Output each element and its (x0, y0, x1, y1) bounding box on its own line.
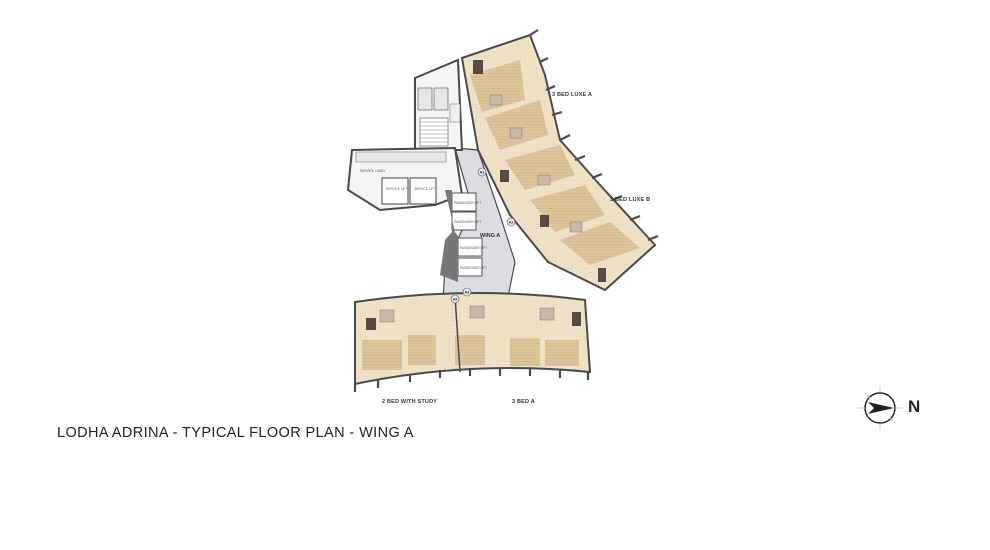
service-lobby-label: SERVICE LOBBY (360, 169, 386, 173)
upper-wing (460, 29, 659, 292)
plan-title: LODHA ADRINA - TYPICAL FLOOR PLAN - WING… (57, 425, 414, 441)
north-label: N (908, 397, 921, 416)
unit-label-luxe-a: 3 BED LUXE A (552, 92, 592, 98)
compass-icon (858, 386, 902, 430)
passenger-lift-label-1: PASSENGER LIFT (454, 201, 481, 205)
passenger-lifts: PASSENGER LIFT PASSENGER LIFT PASSENGER … (440, 190, 487, 282)
flat-marker-a4: A4 (450, 294, 460, 304)
core-block (414, 58, 464, 151)
passenger-lift-label-2: PASSENGER LIFT (454, 220, 481, 224)
flat-markers: A1 A2 A3 A4 (450, 167, 516, 304)
svg-text:A2: A2 (509, 220, 514, 224)
passenger-lift-label-3: PASSENGER LIFT (460, 246, 487, 250)
service-wing: SERVICE LOBBY SERVICE LIFT SERVICE LIFT (346, 146, 464, 212)
wing-label: WING A (480, 233, 500, 239)
passenger-lift-label-4: PASSENGER LIFT (460, 266, 487, 270)
service-lift-label-1: SERVICE LIFT (386, 187, 407, 191)
flat-marker-a1: A1 (477, 167, 487, 177)
unit-label-luxe-b: 3 BED LUXE B (610, 197, 650, 203)
svg-text:A3: A3 (465, 290, 470, 294)
flat-marker-a3: A3 (462, 287, 472, 297)
svg-text:A1: A1 (480, 170, 485, 174)
service-lift-label-2: SERVICE LIFT (414, 187, 435, 191)
flat-marker-a2: A2 (506, 217, 516, 227)
unit-label-two-bed-study: 2 BED WITH STUDY (382, 399, 437, 405)
unit-label-three-bed-a: 3 BED A (512, 399, 535, 405)
svg-text:A4: A4 (453, 297, 458, 301)
lower-wing (353, 292, 592, 392)
